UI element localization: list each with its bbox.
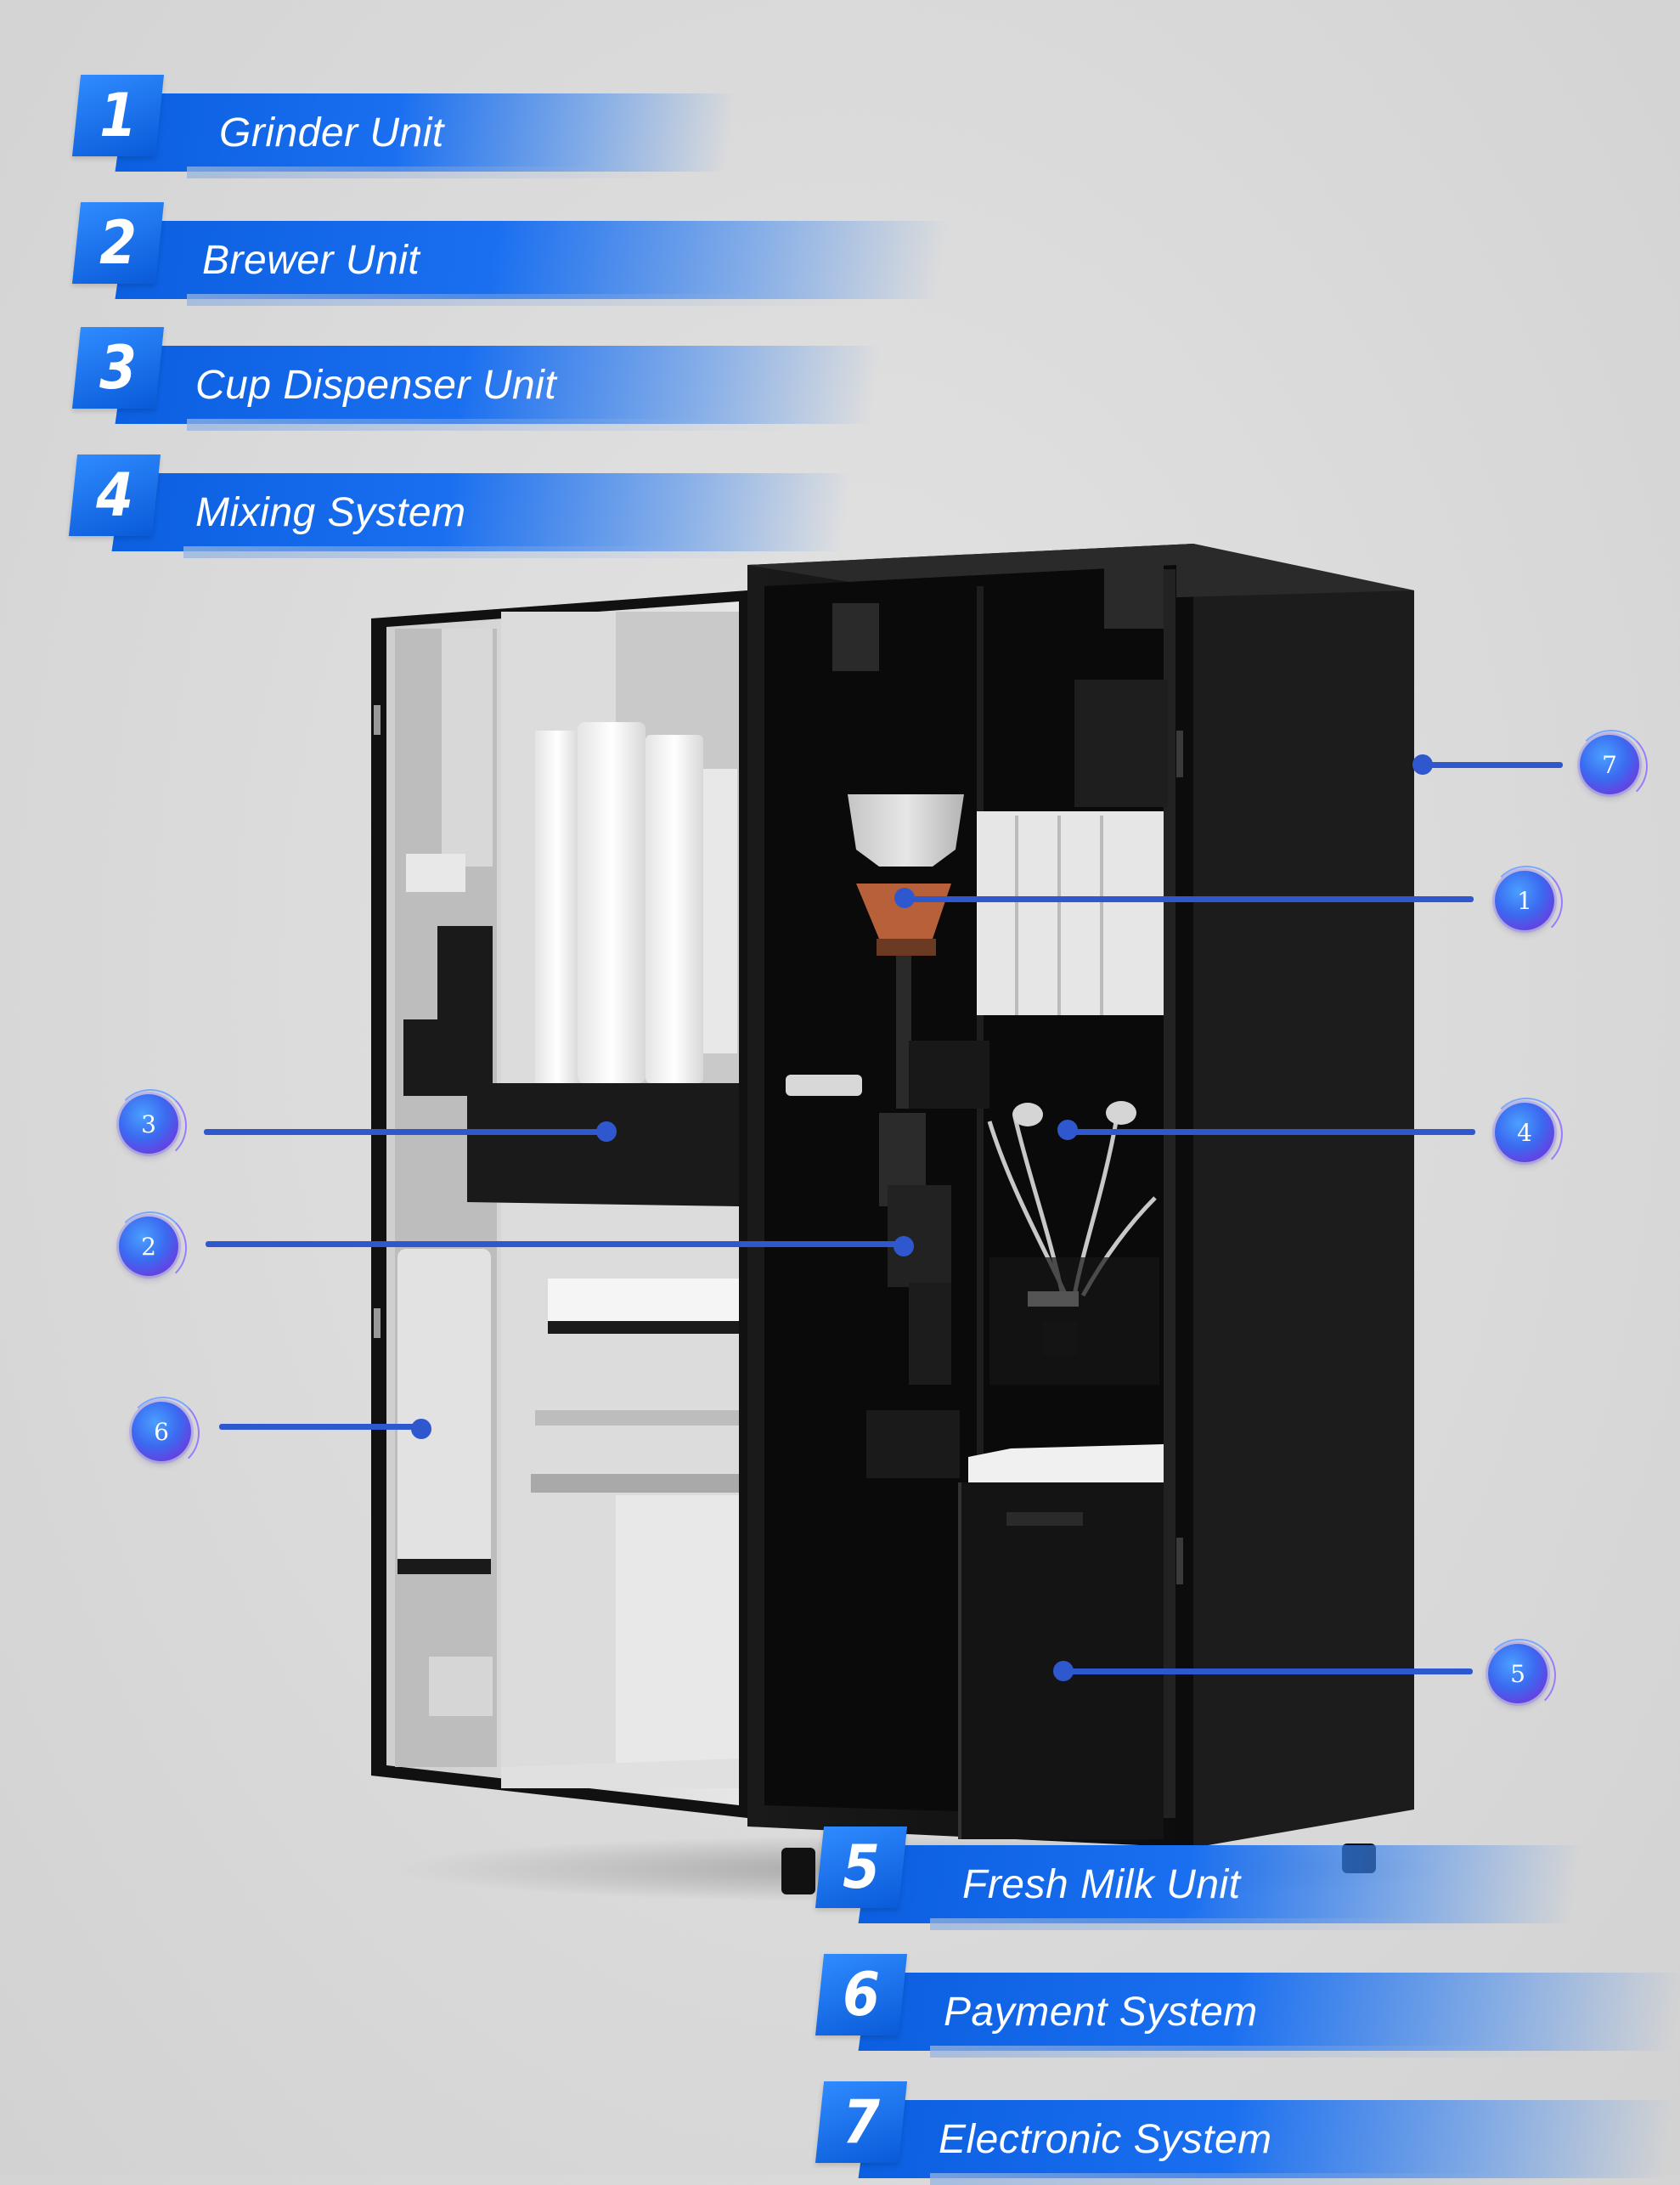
- legend-number-badge: 7: [815, 2081, 908, 2163]
- legend-label: Fresh Milk Unit: [962, 1861, 1241, 1907]
- callout-line: [1423, 762, 1563, 768]
- legend-number-badge: 4: [68, 455, 161, 536]
- callout-dot: [596, 1121, 617, 1142]
- legend-label: Mixing System: [195, 489, 466, 535]
- callout-badge: 5: [1483, 1639, 1556, 1712]
- legend-item-mixing-system: 4 Mixing System: [68, 455, 854, 558]
- callout-badge: 3: [114, 1089, 187, 1162]
- legend-label: Payment System: [944, 1989, 1258, 2035]
- callout-badge: 6: [127, 1397, 200, 1470]
- legend-label: Grinder Unit: [219, 110, 444, 155]
- brewer-module: [888, 1185, 951, 1287]
- legend-item-grinder-unit: 1 Grinder Unit: [71, 75, 738, 178]
- legend-item-electronic-system: 7 Electronic System: [815, 2081, 1677, 2185]
- legend-item-fresh-milk-unit: 5 Fresh Milk Unit: [815, 1826, 1583, 1930]
- legend-label: Brewer Unit: [202, 237, 420, 283]
- legend-number-badge: 2: [71, 202, 165, 284]
- cup-dispenser: [467, 1083, 739, 1206]
- callout-badge: 4: [1490, 1098, 1563, 1171]
- payment-module: [397, 1249, 491, 1572]
- callout-badge: 7: [1575, 730, 1648, 803]
- legend-number-badge: 6: [815, 1954, 908, 2035]
- callout-line: [1063, 1668, 1473, 1674]
- cabinet-side-panel: [1193, 544, 1414, 1848]
- legend-label: Cup Dispenser Unit: [195, 362, 557, 408]
- callout-badge: 1: [1490, 866, 1563, 939]
- callout-line: [204, 1129, 610, 1135]
- legend-number-badge: 1: [71, 75, 165, 156]
- callout-badge: 2: [114, 1211, 187, 1284]
- callout-line: [219, 1424, 423, 1430]
- legend-item-cup-dispenser-unit: 3 Cup Dispenser Unit: [71, 327, 882, 431]
- legend-item-payment-system: 6 Payment System: [815, 1954, 1680, 2058]
- legend-number-badge: 5: [815, 1826, 908, 1908]
- grinder-hopper: [848, 794, 964, 867]
- legend-number-badge: 3: [71, 327, 165, 409]
- callout-line: [1068, 1129, 1475, 1135]
- callout-dot: [411, 1419, 431, 1439]
- legend-item-brewer-unit: 2 Brewer Unit: [71, 202, 950, 306]
- callout-dot: [894, 1236, 914, 1256]
- callout-line: [206, 1241, 906, 1247]
- callout-line: [905, 896, 1474, 902]
- legend-label: Electronic System: [939, 2116, 1272, 2162]
